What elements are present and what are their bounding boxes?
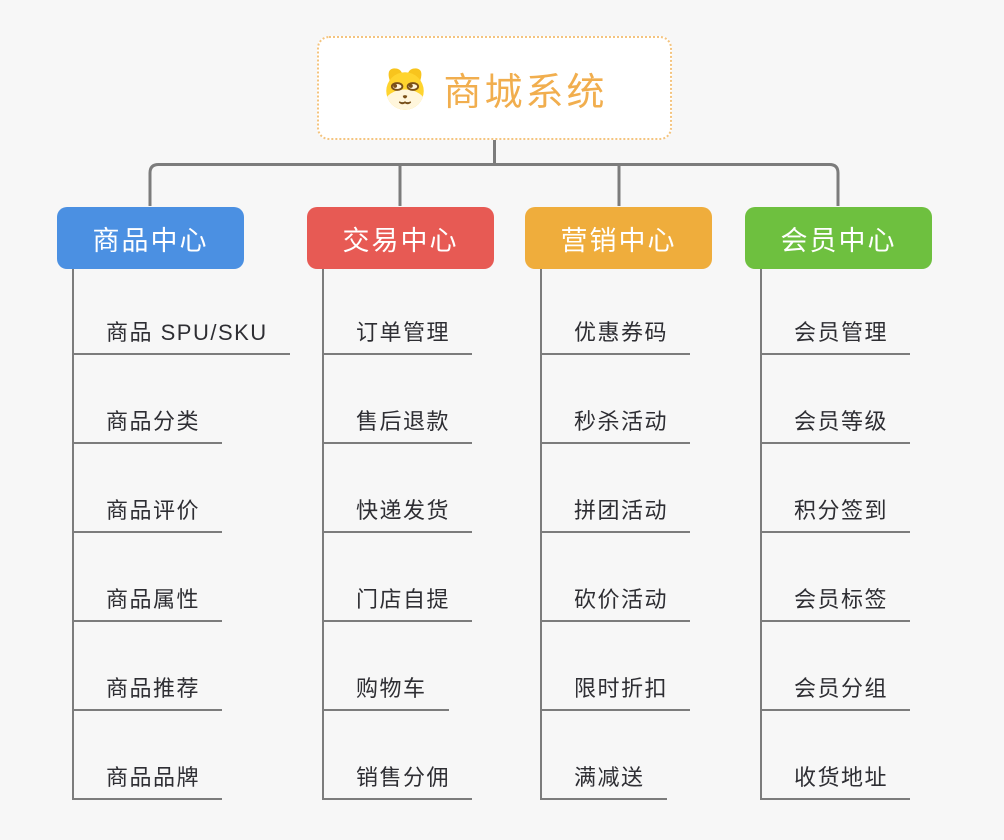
leaf-topic[interactable]: 商品 SPU/SKU	[73, 269, 312, 355]
branch-label: 交易中心	[342, 225, 459, 256]
leaf-topic[interactable]: 商品分类	[73, 355, 312, 444]
branch-label: 会员中心	[780, 225, 897, 256]
leaf-topic[interactable]: 会员等级	[761, 355, 1000, 444]
root-node[interactable]: 商城系统	[317, 36, 672, 140]
leaf-topic[interactable]: 快递发货	[323, 444, 562, 533]
leaf-label: 限时折扣	[541, 671, 691, 711]
leaf-topic[interactable]: 会员分组	[761, 622, 1000, 711]
doge-icon	[381, 63, 429, 113]
leaf-topic[interactable]: 会员标签	[761, 533, 1000, 622]
leaf-label: 积分签到	[761, 493, 911, 533]
leaf-label: 售后退款	[323, 404, 473, 444]
leaf-topic[interactable]: 砍价活动	[541, 533, 780, 622]
leaf-label: 商品评价	[73, 493, 223, 533]
leaf-label: 砍价活动	[541, 582, 691, 622]
leaf-topic[interactable]: 门店自提	[323, 533, 562, 622]
leaf-label: 购物车	[323, 671, 449, 711]
leaf-label: 拼团活动	[541, 493, 691, 533]
leaf-topic[interactable]: 销售分佣	[323, 711, 562, 800]
leaf-label: 商品 SPU/SKU	[73, 315, 290, 355]
leaf-label: 销售分佣	[323, 760, 473, 800]
leaf-topic[interactable]: 积分签到	[761, 444, 1000, 533]
leaf-column-member: 会员管理 会员等级 积分签到 会员标签 会员分组 收货地址	[760, 269, 1000, 800]
leaf-label: 会员标签	[761, 582, 911, 622]
branch-label: 营销中心	[560, 225, 677, 256]
leaf-label: 会员管理	[761, 315, 911, 355]
leaf-topic[interactable]: 收货地址	[761, 711, 1000, 800]
leaf-topic[interactable]: 会员管理	[761, 269, 1000, 355]
leaf-topic[interactable]: 优惠券码	[541, 269, 780, 355]
leaf-column-marketing: 优惠券码 秒杀活动 拼团活动 砍价活动 限时折扣 满减送	[540, 269, 780, 800]
bus-line	[148, 163, 840, 206]
leaf-topic[interactable]: 商品评价	[73, 444, 312, 533]
leaf-label: 商品属性	[73, 582, 223, 622]
leaf-topic[interactable]: 满减送	[541, 711, 780, 800]
leaf-topic[interactable]: 商品品牌	[73, 711, 312, 800]
leaf-topic[interactable]: 商品推荐	[73, 622, 312, 711]
leaf-label: 商品品牌	[73, 760, 223, 800]
branch-label: 商品中心	[92, 225, 209, 256]
branch-node-product-center[interactable]: 商品中心	[57, 207, 244, 269]
root-label: 商城系统	[443, 71, 608, 114]
leaf-topic[interactable]: 购物车	[323, 622, 562, 711]
leaf-label: 满减送	[541, 760, 667, 800]
leaf-column-trade: 订单管理 售后退款 快递发货 门店自提 购物车 销售分佣	[322, 269, 562, 800]
leaf-label: 商品分类	[73, 404, 223, 444]
leaf-label: 优惠券码	[541, 315, 691, 355]
leaf-label: 订单管理	[323, 315, 473, 355]
leaf-topic[interactable]: 商品属性	[73, 533, 312, 622]
leaf-topic[interactable]: 售后退款	[323, 355, 562, 444]
leaf-topic[interactable]: 订单管理	[323, 269, 562, 355]
leaf-topic[interactable]: 秒杀活动	[541, 355, 780, 444]
leaf-label: 会员等级	[761, 404, 911, 444]
leaf-label: 门店自提	[323, 582, 473, 622]
branch-node-trade-center[interactable]: 交易中心	[307, 207, 494, 269]
leaf-topic[interactable]: 限时折扣	[541, 622, 780, 711]
leaf-label: 快递发货	[323, 493, 473, 533]
branch-node-member-center[interactable]: 会员中心	[745, 207, 932, 269]
leaf-column-product: 商品 SPU/SKU 商品分类 商品评价 商品属性 商品推荐 商品品牌	[72, 269, 312, 800]
leaf-label: 收货地址	[761, 760, 911, 800]
branch-node-marketing-center[interactable]: 营销中心	[525, 207, 712, 269]
leaf-label: 商品推荐	[73, 671, 223, 711]
leaf-label: 秒杀活动	[541, 404, 691, 444]
leaf-topic[interactable]: 拼团活动	[541, 444, 780, 533]
leaf-label: 会员分组	[761, 671, 911, 711]
